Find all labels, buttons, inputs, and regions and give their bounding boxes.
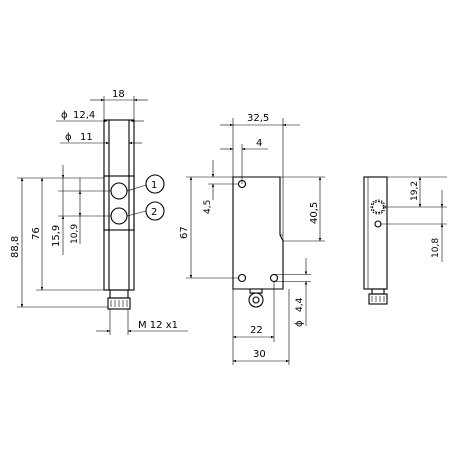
rear-led-indicator-outer bbox=[370, 199, 386, 215]
callout-circle-2 bbox=[145, 201, 165, 221]
dim-offset-top-label: 4 bbox=[256, 138, 262, 149]
dim-width-bottom-label: 22 bbox=[250, 325, 263, 336]
front-connector-pin bbox=[252, 296, 260, 304]
rear-connector-nut bbox=[368, 293, 388, 305]
dim-diameter-inner-label: 11 bbox=[80, 132, 93, 143]
dim-diameter-outer-label: 12,4 bbox=[73, 110, 95, 121]
dim-width-top-label: 32,5 bbox=[247, 113, 269, 124]
callout-label-2: 2 bbox=[151, 207, 157, 218]
dim-thread-label: M 12 x1 bbox=[138, 320, 178, 331]
rear-led-indicator bbox=[371, 200, 385, 214]
lens-recess bbox=[103, 175, 135, 231]
callout-leader-2 bbox=[126, 210, 147, 217]
front-connector-nut bbox=[248, 292, 264, 308]
front-view: 32,5 4 4,5 67 40,5 ϕ 4,4 22 bbox=[179, 113, 325, 365]
lens-upper bbox=[110, 182, 128, 200]
callout-circle-1 bbox=[145, 174, 165, 194]
dim-width-label: 18 bbox=[112, 89, 125, 100]
side-connector bbox=[109, 289, 129, 299]
dim-hole-diameter-label: 4,4 bbox=[295, 297, 305, 312]
rear-view: 19,2 10,8 bbox=[363, 176, 447, 305]
diameter-symbol: ϕ bbox=[294, 320, 305, 327]
diameter-symbol: ϕ bbox=[61, 110, 68, 121]
dim-offset-left-label: 4,5 bbox=[203, 200, 213, 214]
dim-pos-2-label: 10,9 bbox=[70, 224, 80, 244]
front-housing bbox=[232, 176, 284, 290]
lens-lower bbox=[110, 207, 128, 225]
mount-hole-right bbox=[269, 273, 279, 283]
callout-leader-1 bbox=[126, 184, 147, 192]
dim-height-body-label: 76 bbox=[31, 227, 42, 240]
dim-height-right-label: 40,5 bbox=[309, 202, 320, 224]
dim-height-hole-label: 10,8 bbox=[431, 238, 441, 258]
side-connector-nut bbox=[107, 297, 131, 310]
dim-pos-1-label: 15,9 bbox=[51, 225, 62, 247]
dim-height-total-label: 88,8 bbox=[10, 236, 21, 258]
rear-housing bbox=[363, 176, 388, 290]
callout-label-1: 1 bbox=[151, 180, 157, 191]
front-connector bbox=[249, 288, 263, 294]
dim-height-body-label: 67 bbox=[179, 226, 190, 239]
dim-height-led-label: 19,2 bbox=[410, 181, 420, 201]
rear-connector bbox=[371, 288, 385, 295]
side-view: 18 ϕ 12,4 ϕ 11 88,8 76 15,9 10,9 bbox=[10, 89, 188, 335]
dim-width-total-label: 30 bbox=[253, 349, 266, 360]
mount-hole-bottom bbox=[237, 273, 247, 283]
diameter-symbol: ϕ bbox=[65, 132, 72, 143]
rear-hole bbox=[374, 220, 382, 228]
